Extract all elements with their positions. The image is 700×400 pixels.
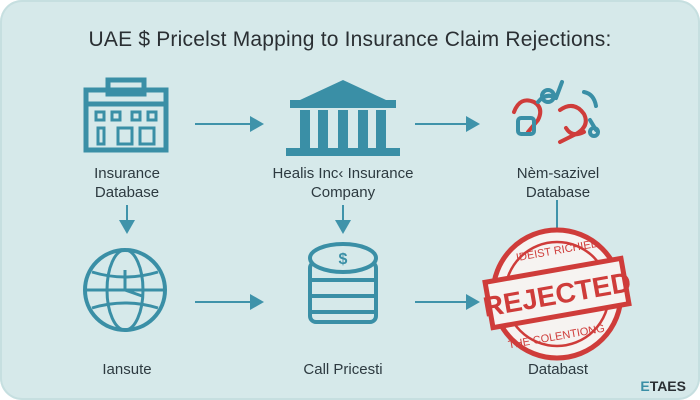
node-label-line1: Nèm-sazivel [516,165,600,182]
node-label-line2: Database [525,184,591,201]
node-label-database-right: Nèm-sazivel Database [488,164,628,202]
node-label-insurance-company: Healis Inc‹ Insurance Company [262,164,424,202]
globe-clock-icon [83,248,167,332]
node-label-iansute: Iansute [60,360,194,379]
brand-logo: ETAES [640,378,686,394]
node-label-line2: Company [310,184,376,201]
node-label-line1: Iansute [102,361,152,378]
node-label-line1: Databast [527,361,589,378]
brand-logo-mark: E [640,378,650,394]
node-label-databast: Databast [488,360,628,379]
brand-logo-text: TAES [649,378,686,394]
node-label-line1: Insurance [94,165,160,182]
node-label-line1: Healis Inc‹ Insurance [272,165,414,182]
node-label-call-pricesti: Call Pricesti [262,360,424,379]
page-title: UAE $ Pricelst Mapping to Insurance Clai… [88,28,612,51]
building-icon [83,77,169,153]
rejected-stamp-icon [482,227,632,361]
medical-icon [512,80,600,144]
node-label-line2: Database [94,184,160,201]
coin-stack-icon [308,242,378,324]
coin-dollar-symbol: $ [339,251,348,268]
node-label-insurance-database: Insurance Database [60,164,194,202]
bank-icon [286,80,400,156]
node-label-line1: Call Pricesti [303,361,383,378]
